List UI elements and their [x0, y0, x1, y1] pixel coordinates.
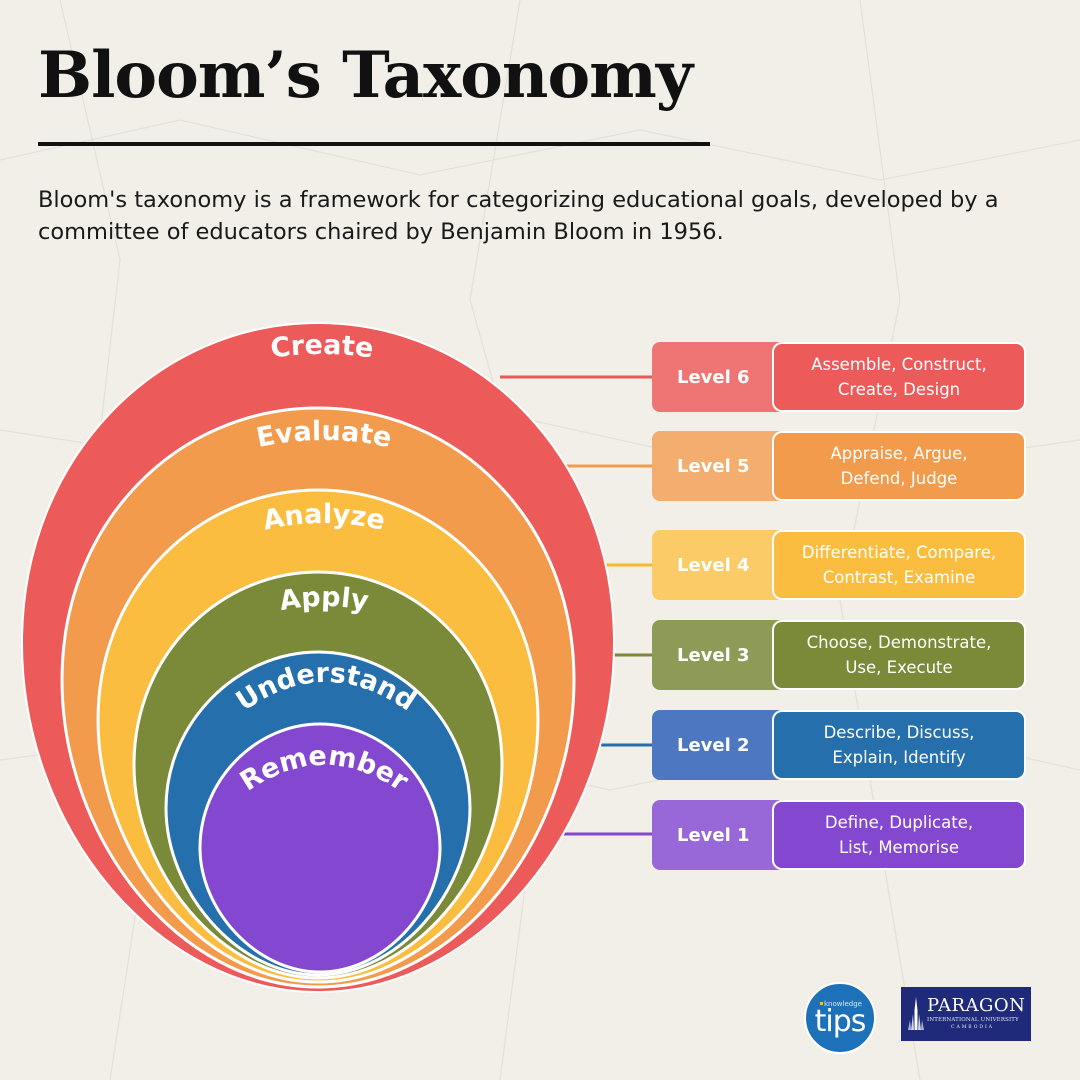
verbs-line: Define, Duplicate, — [824, 813, 974, 832]
verbs-line: Defend, Judge — [840, 469, 958, 488]
paragon-logo-subtitle: INTERNATIONAL UNIVERSITY — [927, 1017, 1019, 1023]
level-tag: Level 4 — [652, 530, 792, 600]
verbs-line: Explain, Identify — [832, 748, 966, 767]
level-tag: Level 3 — [652, 620, 792, 690]
tips-dot-icon — [820, 1002, 823, 1005]
paragon-logo: PARAGON INTERNATIONAL UNIVERSITY CAMBODI… — [901, 987, 1031, 1041]
level-row-5: Level 5 Appraise, Argue, Defend, Judge — [652, 431, 1026, 501]
verbs-line: Use, Execute — [845, 658, 953, 677]
level-row-1: Level 1 Define, Duplicate, List, Memoris… — [652, 800, 1026, 870]
level-verbs-box: Assemble, Construct, Create, Design — [772, 342, 1026, 412]
nested-rings — [20, 321, 616, 994]
ring-remember — [198, 722, 442, 974]
ring-label-apply: Apply — [277, 582, 371, 617]
verbs-line: Describe, Discuss, — [823, 723, 975, 742]
svg-text:Apply: Apply — [277, 582, 371, 617]
verbs-line: List, Memorise — [838, 838, 959, 857]
level-row-3: Level 3 Choose, Demonstrate, Use, Execut… — [652, 620, 1026, 690]
verbs-line: Contrast, Examine — [822, 568, 976, 587]
level-row-2: Level 2 Describe, Discuss, Explain, Iden… — [652, 710, 1026, 780]
verbs-line: Create, Design — [837, 380, 961, 399]
level-row-4: Level 4 Differentiate, Compare, Contrast… — [652, 530, 1026, 600]
tips-logo-small-text: knowledge — [824, 1000, 862, 1008]
paragon-logo-name: PARAGON — [927, 995, 1026, 1016]
level-verbs-box: Choose, Demonstrate, Use, Execute — [772, 620, 1026, 690]
paragon-logo-city: CAMBODIA — [951, 1025, 995, 1030]
level-tag: Level 2 — [652, 710, 792, 780]
level-verbs-box: Differentiate, Compare, Contrast, Examin… — [772, 530, 1026, 600]
level-verbs-box: Define, Duplicate, List, Memorise — [772, 800, 1026, 870]
paragon-spire-icon — [908, 997, 924, 1030]
verbs-line: Choose, Demonstrate, — [806, 633, 992, 652]
tips-logo: knowledge tips — [804, 982, 876, 1054]
level-verbs-box: Describe, Discuss, Explain, Identify — [772, 710, 1026, 780]
tips-logo-word: tips — [814, 1004, 867, 1039]
ring-label-create: Create — [269, 330, 375, 365]
title-underline — [38, 142, 710, 146]
level-verbs-box: Appraise, Argue, Defend, Judge — [772, 431, 1026, 501]
level-tag: Level 5 — [652, 431, 792, 501]
verbs-line: Assemble, Construct, — [811, 355, 987, 374]
level-tag: Level 1 — [652, 800, 792, 870]
page-title: Bloom’s Taxonomy — [38, 38, 693, 113]
svg-text:Create: Create — [269, 330, 375, 365]
level-row-6: Level 6 Assemble, Construct, Create, Des… — [652, 342, 1026, 412]
level-tag: Level 6 — [652, 342, 792, 412]
description-text: Bloom's taxonomy is a framework for cate… — [38, 187, 999, 245]
verbs-line: Differentiate, Compare, — [801, 543, 997, 562]
verbs-line: Appraise, Argue, — [830, 444, 968, 463]
